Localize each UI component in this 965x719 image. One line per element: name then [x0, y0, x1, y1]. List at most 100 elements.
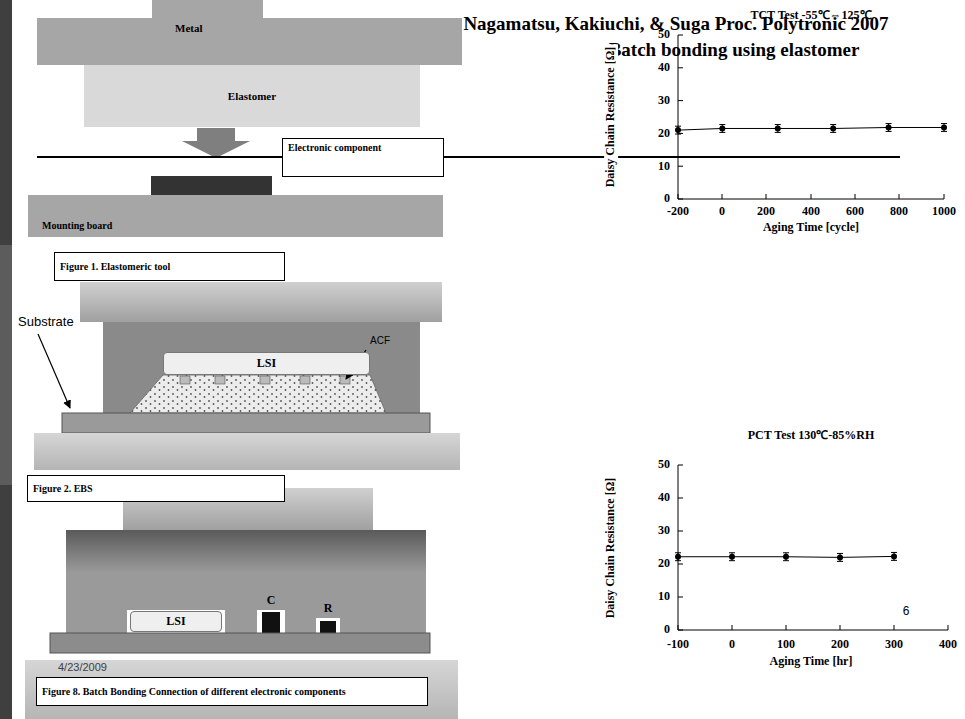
chart-label: 20 — [658, 127, 670, 141]
chart-label: Aging Time [hr] — [770, 655, 853, 669]
data-point — [941, 124, 947, 130]
chart-label: PCT Test 130℃-85%RH — [748, 429, 874, 443]
error-bar — [886, 124, 892, 132]
figure-caption: Figure 1. Elastomeric tool — [54, 252, 285, 281]
node-text: Figure 1. Elastomeric tool — [60, 261, 170, 272]
bumps — [180, 376, 350, 384]
data-point — [719, 125, 725, 131]
data-point — [886, 124, 892, 130]
chart-label: 40 — [658, 491, 670, 505]
metal-stem — [152, 0, 263, 20]
chart-label: 50 — [658, 458, 670, 472]
tick — [678, 67, 683, 68]
tick — [678, 199, 683, 200]
chart-label: 20 — [658, 557, 670, 571]
tick — [855, 194, 856, 199]
error-bar — [675, 126, 681, 134]
error-bar — [729, 553, 735, 561]
tick — [766, 194, 767, 199]
error-bar — [719, 125, 725, 133]
press-arrow — [182, 128, 250, 158]
chart-label: 300 — [885, 638, 903, 652]
component-block — [151, 176, 272, 195]
node-text: Figure 8. Batch Bonding Connection of di… — [42, 686, 346, 697]
tick — [678, 597, 683, 598]
press-head — [80, 282, 442, 322]
part-label: ACF — [370, 335, 390, 347]
charts — [675, 35, 948, 630]
part-label: 4/23/2009 — [58, 661, 107, 674]
x-axis — [678, 630, 948, 631]
data-point — [729, 554, 735, 560]
error-bar — [891, 552, 897, 560]
data-point — [675, 554, 681, 560]
error-bar — [837, 553, 843, 561]
figure-caption: Figure 8. Batch Bonding Connection of di… — [36, 677, 428, 706]
data-point — [830, 125, 836, 131]
tick — [786, 625, 787, 630]
data-line — [678, 127, 944, 130]
chart-label: -200 — [667, 205, 689, 219]
part-label: Substrate — [18, 315, 74, 330]
stage-plate — [25, 660, 458, 719]
elastomer-body — [103, 322, 420, 414]
part-label: C — [267, 594, 276, 608]
tick — [678, 166, 683, 167]
data-point — [837, 554, 843, 560]
reference-line — [37, 156, 900, 158]
chart-label: 800 — [890, 205, 908, 219]
chart-label: 200 — [831, 638, 849, 652]
data-point — [783, 554, 789, 560]
metal-block: Metal — [37, 18, 462, 65]
chart-label: TCT Test -55℃⇔125℃ — [750, 9, 871, 23]
chart-label: Daisy Chain Resistance [Ω] — [604, 476, 618, 621]
chart-label: -100 — [667, 638, 689, 652]
node-text: Elastomer — [228, 90, 276, 102]
node-text: LSI — [257, 356, 276, 371]
substrate-plate — [62, 413, 430, 433]
part-label: R — [324, 602, 333, 616]
chart-label: 40 — [658, 61, 670, 75]
tick — [678, 100, 683, 101]
y-axis — [678, 465, 679, 630]
chart-label: 200 — [757, 205, 775, 219]
error-bar — [830, 125, 836, 133]
chart-label: 30 — [658, 524, 670, 538]
chart-label: 50 — [658, 28, 670, 42]
error-bar — [775, 125, 781, 133]
data-point — [775, 125, 781, 131]
chart-label: 10 — [658, 590, 670, 604]
chart-label: 0 — [664, 192, 670, 206]
part-label: Batch bonding using elastomer — [609, 39, 860, 61]
error-bar — [675, 553, 681, 561]
lsi-chip: LSI — [130, 611, 222, 632]
data-point — [891, 553, 897, 559]
chart-label: 0 — [729, 638, 735, 652]
tick — [678, 531, 683, 532]
tick — [811, 194, 812, 199]
chart-label: 10 — [658, 160, 670, 174]
tick — [944, 194, 945, 199]
chart-label: 600 — [846, 205, 864, 219]
stage-plate — [34, 433, 460, 470]
node-text: Metal — [175, 22, 202, 34]
capacitor-chip — [262, 612, 280, 633]
elastomer-body — [66, 572, 426, 633]
tick — [899, 194, 900, 199]
leader-line — [38, 334, 70, 408]
chart-label: 100 — [777, 638, 795, 652]
error-bar — [783, 553, 789, 561]
tick — [678, 630, 683, 631]
node-text: Mounting board — [42, 220, 112, 231]
tick — [678, 564, 683, 565]
tick — [840, 625, 841, 630]
tick — [722, 194, 723, 199]
elastomer-block: Elastomer — [84, 65, 420, 127]
chart-label: 6 — [903, 605, 910, 619]
node-text: LSI — [166, 614, 185, 629]
substrate-plate — [50, 633, 430, 653]
mounting-board: Mounting board — [28, 195, 443, 237]
callout-box: Electronic component — [282, 138, 444, 177]
tick — [732, 625, 733, 630]
